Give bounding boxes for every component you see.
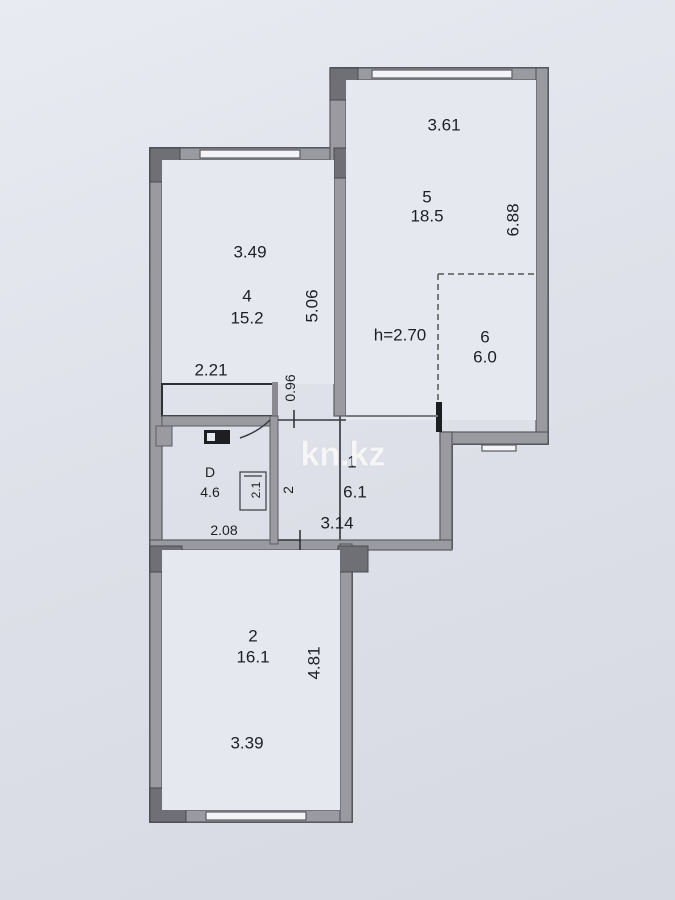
closet-width: 2.21 <box>194 360 228 380</box>
hall-dim-h: 3.14 <box>320 513 354 533</box>
wall-room6-bottom <box>439 431 549 445</box>
wall-left <box>149 147 163 823</box>
closet-depth: 0.96 <box>282 374 298 402</box>
hall-area: 6.1 <box>343 482 367 502</box>
fixture-box <box>239 471 267 511</box>
bath-dim-h: 2.08 <box>210 522 238 538</box>
room2-width: 3.39 <box>230 733 264 753</box>
room6-area: 6.0 <box>473 347 497 367</box>
room5-floor <box>346 80 536 420</box>
wall-bath-top <box>161 415 275 427</box>
room4-area: 15.2 <box>230 308 264 328</box>
bath-area: 4.6 <box>200 484 220 500</box>
wall-bath-left-stub <box>155 425 173 447</box>
room6-number: 6 <box>480 327 490 347</box>
watermark: kn.kz <box>300 435 386 474</box>
wall-hall-right <box>439 431 453 549</box>
column <box>337 545 369 573</box>
room5-area: 18.5 <box>410 206 444 226</box>
window-room5 <box>371 69 513 79</box>
wall-room4-right <box>333 159 347 417</box>
room4-length: 5.06 <box>302 289 322 323</box>
window-room6 <box>481 444 517 452</box>
wall-bath-right <box>269 415 279 545</box>
hall-number: 1 <box>347 452 357 472</box>
bath-dim-v: 2.1 <box>249 481 263 499</box>
closet <box>161 383 275 417</box>
wall-right <box>535 67 549 445</box>
bath-number: D <box>204 464 216 480</box>
room4-floor <box>162 160 334 384</box>
closet-partition <box>272 382 278 418</box>
wall-mid <box>149 539 453 551</box>
electric-panel-detail <box>207 433 215 441</box>
door-swing <box>239 419 271 439</box>
room5-number: 5 <box>422 187 432 207</box>
room4-number: 4 <box>242 286 252 306</box>
room2-length: 4.81 <box>304 646 324 680</box>
door-stop-room6 <box>436 402 442 432</box>
window-room4 <box>199 149 301 159</box>
window-room2 <box>205 811 307 821</box>
hall-dim-v: 2 <box>280 486 296 494</box>
room5-length: 6.88 <box>503 203 523 237</box>
room2-floor <box>162 550 340 810</box>
room4-width: 3.49 <box>233 242 267 262</box>
ceiling-height: h=2.70 <box>373 325 427 345</box>
room5-width: 3.61 <box>427 115 461 135</box>
room2-area: 16.1 <box>236 647 270 667</box>
room2-number: 2 <box>248 626 258 646</box>
wall-room2-right <box>339 543 353 823</box>
